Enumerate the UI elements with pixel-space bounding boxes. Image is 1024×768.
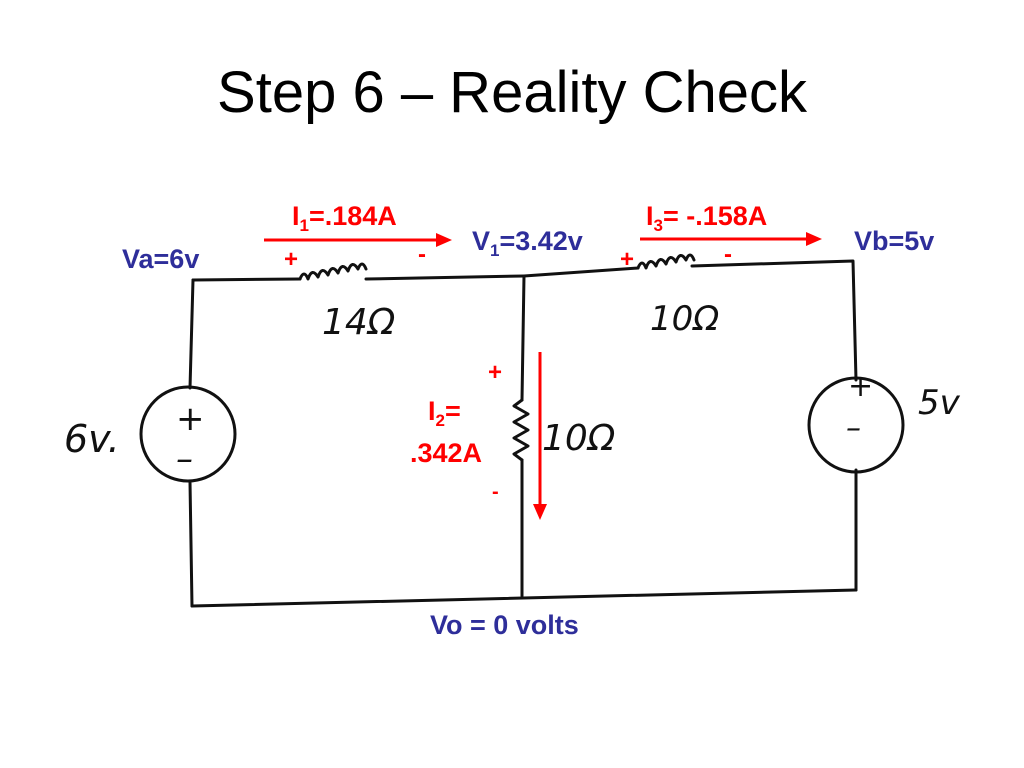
- r2-minus-sign: -: [492, 481, 499, 503]
- voltage-source-6v: [139, 385, 237, 483]
- source-a-plus: +: [176, 399, 205, 439]
- wire-bottom: [190, 588, 858, 608]
- r1-minus-sign: -: [418, 241, 426, 268]
- wire-top-right: [690, 259, 858, 382]
- va-label: Va=6v: [122, 244, 199, 274]
- i3-arrow-head: [806, 232, 822, 246]
- resistor-14-label: 14Ω: [322, 302, 396, 343]
- source-a-label: 6v.: [64, 417, 120, 461]
- i2-label-line1: I2=: [428, 396, 461, 430]
- wire-top-mid-right: [522, 266, 640, 278]
- resistor-10-top-zigzag: [636, 253, 696, 270]
- resistor-10-top-label: 10Ω: [650, 299, 719, 339]
- v1-label: V1=3.42v: [472, 226, 583, 260]
- wire-top-left: [191, 277, 302, 282]
- resistor-14-zigzag: [298, 262, 368, 281]
- source-a-minus: –: [176, 439, 193, 479]
- r1-plus-sign: +: [284, 246, 298, 273]
- source-b-minus: –: [846, 411, 861, 446]
- i2-label-line2: .342A: [410, 438, 482, 468]
- vb-label: Vb=5v: [854, 226, 934, 256]
- source-b-label: 5v: [918, 383, 961, 423]
- i2-arrow-head: [533, 504, 547, 520]
- r3-plus-sign: +: [620, 246, 634, 273]
- slide-title: Step 6 – Reality Check: [217, 60, 807, 125]
- wire-top-mid-left: [364, 274, 526, 281]
- vo-label: Vo = 0 volts: [430, 610, 579, 640]
- i3-label: I3= -.158A: [646, 201, 767, 235]
- r3-minus-sign: -: [724, 241, 732, 268]
- i1-label: I1=.184A: [292, 201, 397, 235]
- r2-plus-sign: +: [488, 359, 502, 386]
- voltage-source-5v: [807, 376, 905, 474]
- wire-left-lower: [188, 480, 194, 608]
- source-b-plus: +: [848, 369, 873, 404]
- wire-left-upper: [188, 278, 195, 390]
- wire-mid-upper: [520, 274, 526, 402]
- resistor-10-mid-zigzag: [512, 398, 530, 462]
- i1-arrow-head: [436, 233, 452, 247]
- resistor-10-mid-label: 10Ω: [542, 418, 616, 459]
